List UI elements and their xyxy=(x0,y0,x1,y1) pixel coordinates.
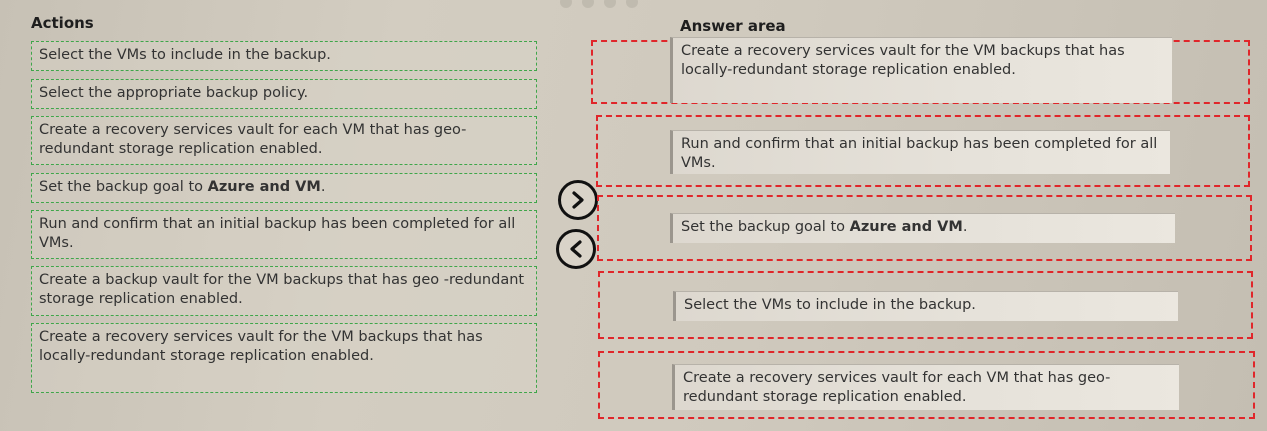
action-item[interactable]: Run and confirm that an initial backup h… xyxy=(31,210,537,259)
action-item[interactable]: Select the appropriate backup policy. xyxy=(31,79,537,109)
answer-slot[interactable] xyxy=(598,351,1255,419)
answer-text: Create a recovery services vault for eac… xyxy=(683,370,1111,405)
dot xyxy=(582,0,594,8)
answer-slot[interactable] xyxy=(597,195,1252,261)
answer-slot[interactable] xyxy=(596,115,1250,187)
answer-slot[interactable] xyxy=(598,271,1253,339)
answer-area-heading: Answer area xyxy=(680,17,786,35)
action-text: Create a recovery services vault for the… xyxy=(39,329,483,364)
action-text: Select the appropriate backup policy. xyxy=(39,85,309,101)
action-text-bold: Azure and VM xyxy=(207,179,321,195)
answer-text: Select the VMs to include in the backup. xyxy=(684,297,976,313)
action-text-suffix: . xyxy=(320,179,326,195)
answer-text: Create a recovery services vault for the… xyxy=(681,43,1125,78)
action-item[interactable]: Create a recovery services vault for the… xyxy=(31,323,537,393)
move-left-button[interactable] xyxy=(556,229,596,269)
move-right-button[interactable] xyxy=(558,180,598,220)
action-item[interactable]: Set the backup goal to Azure and VM. xyxy=(31,173,537,203)
answer-item[interactable]: Run and confirm that an initial backup h… xyxy=(670,130,1170,174)
dot xyxy=(626,0,638,8)
actions-heading: Actions xyxy=(31,14,94,32)
answer-item[interactable]: Create a recovery services vault for eac… xyxy=(672,364,1179,410)
action-text: Run and confirm that an initial backup h… xyxy=(39,216,516,251)
chevron-left-icon xyxy=(566,239,586,259)
action-item[interactable]: Select the VMs to include in the backup. xyxy=(31,41,537,71)
answer-item[interactable]: Create a recovery services vault for the… xyxy=(670,37,1172,103)
answer-item[interactable]: Select the VMs to include in the backup. xyxy=(673,291,1178,321)
answer-item[interactable]: Set the backup goal to Azure and VM. xyxy=(670,213,1175,243)
action-text: Select the VMs to include in the backup. xyxy=(39,47,331,63)
action-text: Create a recovery services vault for eac… xyxy=(39,122,467,157)
dot xyxy=(560,0,572,8)
action-text: Set the backup goal to xyxy=(39,179,208,195)
carousel-dots xyxy=(560,0,638,8)
answer-text-suffix: . xyxy=(962,219,968,235)
action-item[interactable]: Create a backup vault for the VM backups… xyxy=(31,266,537,316)
answer-text: Set the backup goal to xyxy=(681,219,850,235)
chevron-right-icon xyxy=(568,190,588,210)
answer-text: Run and confirm that an initial backup h… xyxy=(681,136,1158,171)
action-text: Create a backup vault for the VM backups… xyxy=(39,272,525,307)
answer-text-bold: Azure and VM xyxy=(849,219,963,235)
dot xyxy=(604,0,616,8)
action-item[interactable]: Create a recovery services vault for eac… xyxy=(31,116,537,165)
